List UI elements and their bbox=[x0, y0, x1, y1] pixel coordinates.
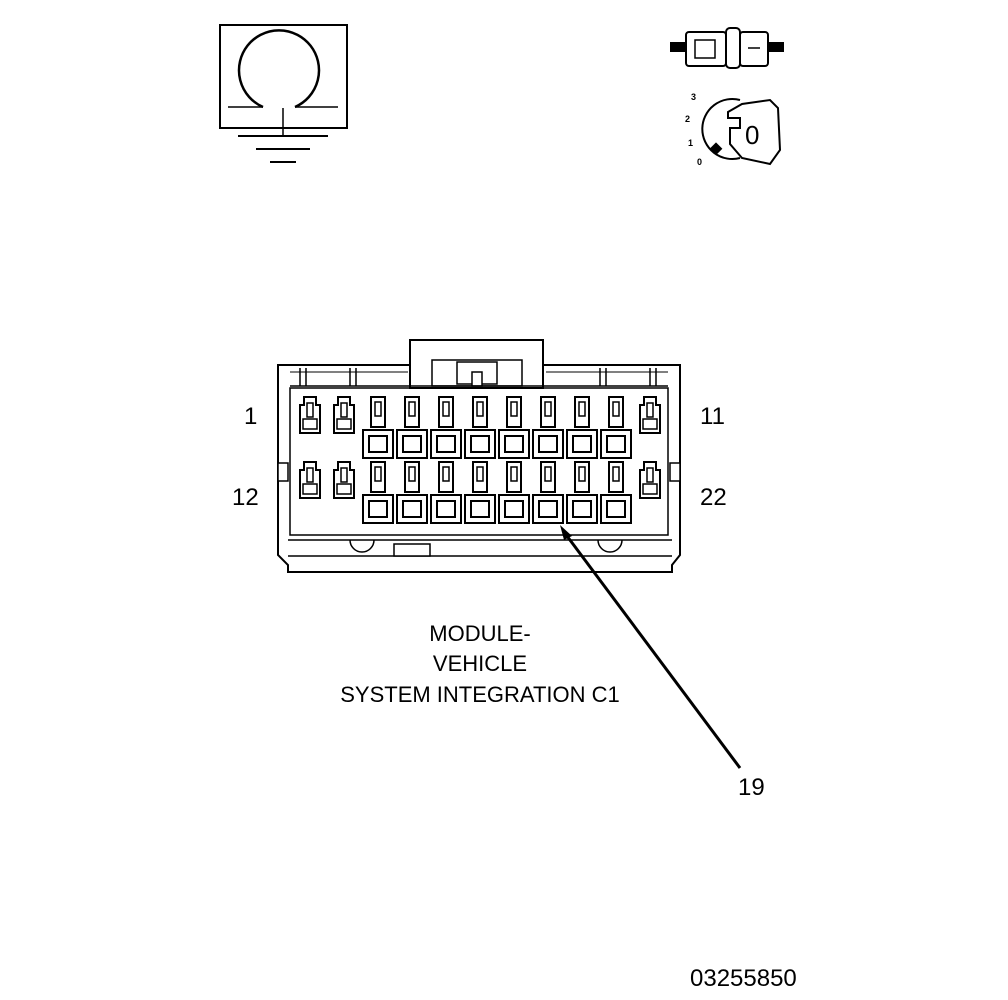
pin-cavity-12 bbox=[299, 461, 321, 499]
pin-cavity-4 bbox=[396, 396, 428, 459]
pin-cavity-11 bbox=[639, 396, 661, 434]
pin-cavity-13 bbox=[333, 461, 355, 499]
pin-cavity-9 bbox=[566, 396, 598, 459]
key-position-0: 0 bbox=[697, 157, 703, 167]
pin-cavity-1 bbox=[299, 396, 321, 434]
pin-cavity-5 bbox=[430, 396, 462, 459]
pin-cavity-22 bbox=[639, 461, 661, 499]
connector-title-line-3: SYSTEM INTEGRATION C1 bbox=[340, 682, 620, 707]
pin-cavity-19 bbox=[532, 461, 564, 524]
pin-cavity-15 bbox=[396, 461, 428, 524]
pin-cavity-17 bbox=[464, 461, 496, 524]
connector-title-line-2: VEHICLE bbox=[432, 651, 528, 676]
key-label: 0 bbox=[745, 120, 760, 150]
pin-label-12: 12 bbox=[232, 484, 259, 511]
key-position-3: 3 bbox=[691, 92, 697, 102]
key-position-2: 2 bbox=[685, 114, 691, 124]
pin-cavity-20 bbox=[566, 461, 598, 524]
figure-id: 03255850 bbox=[690, 965, 797, 992]
pin-cavity-6 bbox=[464, 396, 496, 459]
pin-label-22: 22 bbox=[700, 484, 727, 511]
pin-cavity-16 bbox=[430, 461, 462, 524]
pin-label-1: 1 bbox=[244, 403, 258, 430]
pin-cavity-8 bbox=[532, 396, 564, 459]
callout-pin-number: 19 bbox=[738, 774, 765, 801]
pin-cavity-3 bbox=[362, 396, 394, 459]
pin-cavity-18 bbox=[498, 461, 530, 524]
pin-cavity-14 bbox=[362, 461, 394, 524]
key-position-1: 1 bbox=[688, 138, 694, 148]
pin-cavity-10 bbox=[600, 396, 632, 459]
pin-cavity-7 bbox=[498, 396, 530, 459]
pin-cavity-21 bbox=[600, 461, 632, 524]
pin-label-11: 11 bbox=[700, 403, 725, 430]
pin-cavity-2 bbox=[333, 396, 355, 434]
connector-title-line-1: MODULE- bbox=[429, 621, 531, 646]
